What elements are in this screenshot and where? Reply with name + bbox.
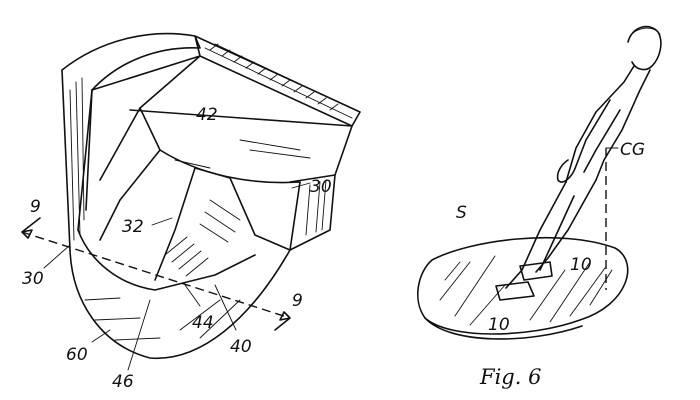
label-section-bottom: 9 xyxy=(292,291,303,311)
shoe-section-figure xyxy=(21,32,361,371)
figure-caption: Fig. 6 xyxy=(479,365,541,389)
leaning-person-figure xyxy=(417,25,662,340)
label-center-gravity: CG xyxy=(620,140,645,160)
label-pad-46: 46 xyxy=(112,372,134,392)
label-sole-base: 60 xyxy=(66,345,88,365)
label-pad-40: 40 xyxy=(230,337,252,357)
label-left-wall: 30 xyxy=(22,269,44,289)
label-side-wall: 30 xyxy=(310,177,332,197)
label-top-block: 42 xyxy=(196,105,218,125)
label-surface: S xyxy=(456,203,467,223)
label-pad-44: 44 xyxy=(192,313,214,333)
label-inner-cavity: 32 xyxy=(122,217,144,237)
label-section-top: 9 xyxy=(30,197,41,217)
label-shoe-rear: 10 xyxy=(570,255,592,275)
label-shoe-front: 10 xyxy=(488,315,510,335)
